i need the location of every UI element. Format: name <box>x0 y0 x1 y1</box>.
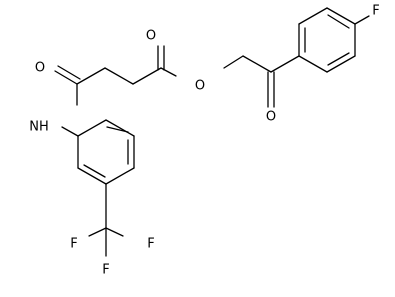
bond-ester-c-ch2 <box>132 67 162 85</box>
atom-label-nh: NH <box>29 120 49 135</box>
bond-cf3-f-left <box>88 227 107 237</box>
bond-c-f-para <box>354 15 370 25</box>
atom-label-o-ester-carbonyl: O <box>146 29 156 44</box>
bond-ketone-ch2 <box>242 55 272 73</box>
atom-label-f-cf3-bottom: F <box>102 263 109 278</box>
bond-o-ester-c <box>160 67 177 77</box>
atom-label-f-para: F <box>372 4 379 19</box>
atom-label-o-ester-bridge: O <box>195 79 205 94</box>
atom-label-f-cf3-left: F <box>70 237 77 252</box>
atom-label-o-amide: O <box>35 61 45 76</box>
bond-cf3-f-right <box>105 227 124 237</box>
bond-amide-c-o-1 <box>54 70 78 85</box>
fluorophenyl-ring <box>298 7 356 73</box>
bond-ring-ketone <box>270 55 300 73</box>
trifluoromethylphenyl-ring <box>77 119 135 185</box>
bond-ch2-o <box>223 55 244 69</box>
atom-label-f-cf3-right: F <box>147 237 154 252</box>
atom-label-o-ketone: O <box>266 110 276 125</box>
bond-n-ring <box>61 126 79 137</box>
bond-ch2-amide-c <box>76 67 106 85</box>
bond-amide-c-o-2 <box>57 65 81 80</box>
bond-ch2-ch2 <box>104 67 134 85</box>
